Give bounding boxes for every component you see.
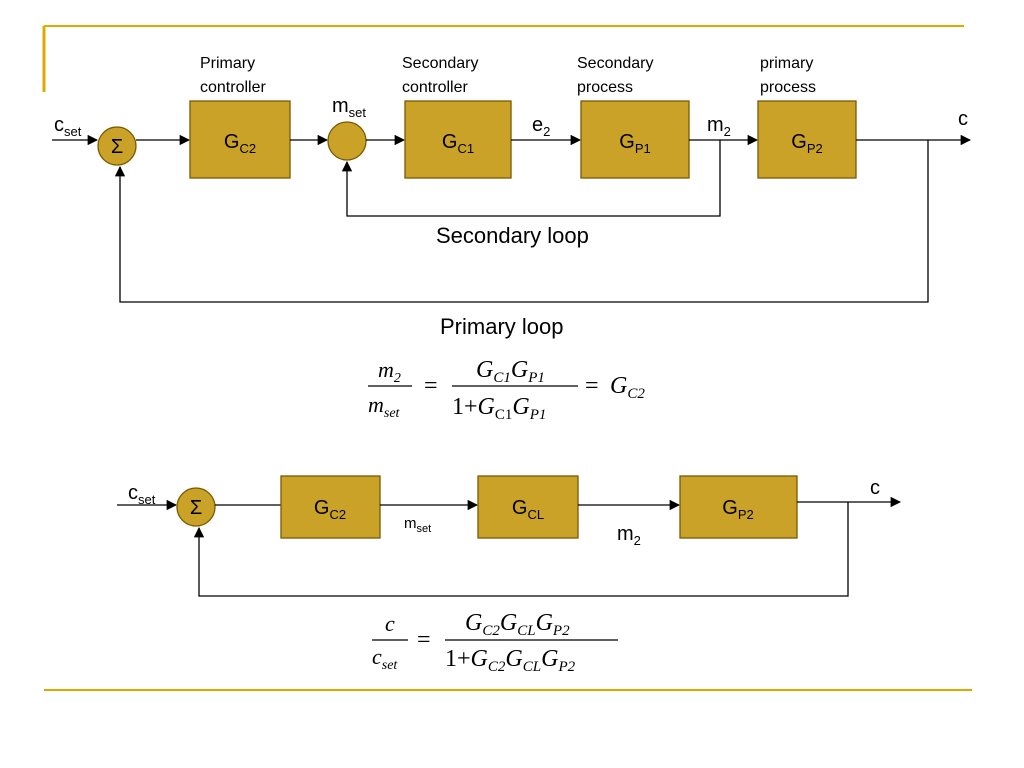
sigma-symbol-2: Σ: [190, 497, 202, 519]
block-gp2: [757, 100, 857, 179]
eq1-rhs-numerator: GC1GP1: [476, 357, 545, 386]
eq1-equals-1: =: [424, 373, 438, 399]
summing-junction-primary: [97, 126, 137, 166]
block2-gcl-label: GCL: [512, 497, 544, 522]
eq1-lhs-denominator: mset: [368, 392, 401, 421]
eq1-result: GC2: [610, 373, 645, 402]
signal2-m2: m2: [617, 523, 641, 548]
caption-secondary-process-2: process: [577, 79, 633, 96]
secondary-feedback-path: [341, 140, 721, 217]
caption-primary-controller: Primary: [200, 55, 255, 72]
block-gc1-label: GC1: [442, 131, 474, 156]
block-gp2-label: GP2: [791, 131, 822, 156]
sigma-symbol-primary: Σ: [111, 136, 123, 158]
eq1-rhs-denominator: 1+GC1GP1: [452, 394, 546, 423]
eq2-equals: =: [417, 627, 431, 653]
cascade-diagram: Primary controller Secondary controller …: [52, 55, 972, 339]
caption-secondary-controller-2: controller: [402, 79, 468, 96]
signal-c-output: c: [958, 108, 968, 130]
caption-secondary-process: Secondary: [577, 55, 654, 72]
signal2-mset: mset: [404, 515, 431, 535]
equation-overall-loop: c cset = GC2GCLGP2 1+GC2GCLGP2: [372, 610, 618, 675]
eq1-equals-2: =: [585, 373, 599, 399]
signal-m2: m2: [707, 114, 731, 139]
block2-gp2-label: GP2: [722, 497, 753, 522]
caption-primary-process-2: process: [760, 79, 816, 96]
simplified-diagram: cset Σ GC2 mset GCL m2 GP2 c: [117, 475, 902, 597]
eq1-lhs-numerator: m2: [378, 357, 401, 386]
caption-secondary-controller: Secondary: [402, 55, 479, 72]
equation-secondary-loop: m2 mset = GC1GP1 1+GC1GP1 = GC2: [368, 357, 645, 423]
block2-gc2: [280, 475, 381, 539]
block2-gcl: [477, 475, 579, 539]
eq2-rhs-numerator: GC2GCLGP2: [465, 610, 570, 639]
signal2-cset-input: cset: [128, 482, 156, 507]
feedback2-path: [193, 502, 849, 597]
block2-gc2-label: GC2: [314, 497, 346, 522]
block-gp1-label: GP1: [619, 131, 650, 156]
summing-junction-secondary: [327, 121, 367, 161]
primary-loop-label: Primary loop: [440, 314, 563, 339]
signal-e2: e2: [532, 114, 550, 139]
caption-primary-process: primary: [760, 55, 813, 72]
secondary-loop-label: Secondary loop: [436, 223, 589, 248]
block-gp1: [580, 100, 690, 179]
eq2-rhs-denominator: 1+GC2GCLGP2: [445, 646, 576, 675]
signal-cset-input: cset: [54, 114, 82, 139]
block2-gp2: [679, 475, 798, 539]
eq2-lhs-numerator: c: [385, 611, 395, 636]
summing-junction-2: [176, 487, 216, 527]
signal2-c-output: c: [870, 477, 880, 499]
block-gc2: [189, 100, 291, 179]
eq2-lhs-denominator: cset: [372, 644, 398, 673]
block-gc2-label: GC2: [224, 131, 256, 156]
primary-feedback-path: [114, 140, 929, 303]
caption-primary-controller-2: controller: [200, 79, 266, 96]
signal-mset: mset: [332, 95, 366, 120]
block-gc1: [404, 100, 512, 179]
